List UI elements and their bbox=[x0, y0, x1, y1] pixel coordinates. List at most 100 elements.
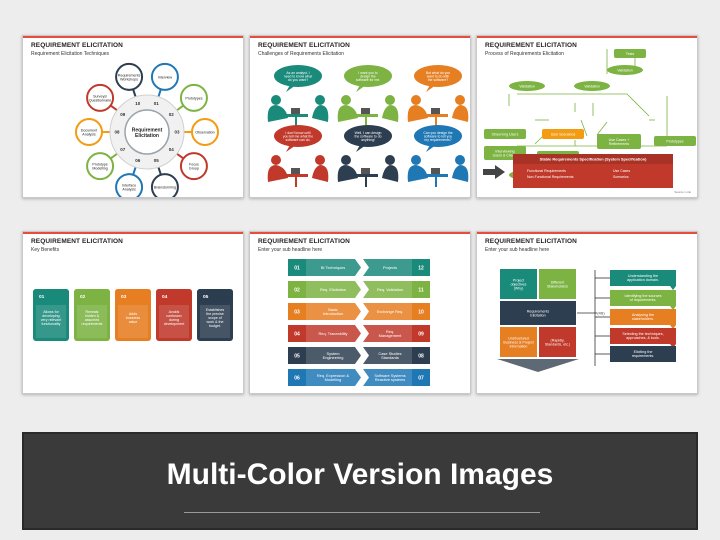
person-head bbox=[411, 155, 421, 165]
wheel-number: 06 bbox=[135, 158, 141, 163]
table-top bbox=[354, 114, 378, 117]
wheel-number: 09 bbox=[120, 112, 126, 117]
person-head bbox=[271, 155, 281, 165]
grid-cell bbox=[539, 269, 576, 299]
spec-title: Stable Requirements Specification (Syste… bbox=[540, 157, 648, 162]
speech-bubble bbox=[344, 65, 392, 87]
slide-subtitle: Requirement Elicitation Techniques bbox=[31, 51, 110, 57]
row-number: 02 bbox=[294, 288, 300, 294]
technique-circle bbox=[150, 173, 179, 197]
table-leg bbox=[295, 177, 297, 187]
row-right-band bbox=[363, 369, 412, 386]
version-banner: Multi-Color Version Images bbox=[22, 432, 698, 530]
row-number-box bbox=[412, 325, 430, 342]
slide-thumbnail-challenges[interactable]: REQUIREMENT ELICITATION Challenges of Re… bbox=[249, 35, 471, 198]
row-left-label: Req. Expression &Modelling bbox=[317, 373, 350, 382]
table-top bbox=[354, 174, 378, 177]
slide-accent-line bbox=[23, 232, 243, 234]
technique-circle bbox=[75, 118, 103, 146]
row-left-band bbox=[306, 259, 361, 276]
benefit-card-tab bbox=[156, 289, 192, 302]
benefit-card-tab bbox=[115, 289, 151, 302]
right-arrow-icon bbox=[483, 165, 505, 179]
row-number: 06 bbox=[294, 376, 300, 382]
slide-title: REQUIREMENT ELICITATION bbox=[31, 42, 123, 49]
slide-subtitle: Process of Requirements Elicitation bbox=[485, 51, 564, 57]
technique-label: Observation bbox=[195, 131, 214, 135]
bubble-tail bbox=[286, 85, 296, 92]
spec-item: Scenarios bbox=[613, 175, 629, 179]
row-number-box bbox=[288, 303, 306, 320]
row-number-box bbox=[412, 369, 430, 386]
benefit-number: 03 bbox=[121, 294, 127, 300]
technique-label: Interview bbox=[158, 75, 173, 79]
user-scenarios-node bbox=[542, 129, 584, 139]
laptop bbox=[361, 168, 370, 174]
row-left-band bbox=[306, 303, 361, 320]
user-scenarios-node-label: User Scenarios bbox=[551, 132, 576, 136]
flow-connector bbox=[580, 119, 588, 137]
down-arrow-icon bbox=[497, 359, 579, 372]
benefit-card-tab bbox=[74, 289, 110, 302]
step-box bbox=[610, 290, 676, 306]
slide-thumbnail-techniques[interactable]: REQUIREMENT ELICITATION Requirement Elic… bbox=[22, 35, 244, 198]
prototypes-node-label: Prototypes bbox=[666, 139, 683, 143]
step-box bbox=[610, 328, 676, 344]
grid-cell bbox=[539, 327, 576, 357]
banner-divider bbox=[184, 512, 540, 513]
row-number: 01 bbox=[294, 266, 300, 272]
laptop bbox=[291, 108, 300, 114]
validation-node-label: Validation bbox=[519, 84, 535, 88]
table-leg bbox=[295, 117, 297, 127]
wheel-hub bbox=[124, 109, 170, 155]
row-right-label: Req. Validation bbox=[377, 287, 403, 292]
table-leg bbox=[365, 177, 367, 187]
validation-node bbox=[574, 81, 610, 91]
technique-circle bbox=[179, 152, 208, 181]
validation-node bbox=[607, 65, 643, 75]
row-number: 12 bbox=[418, 266, 424, 272]
row-left-band bbox=[306, 369, 361, 386]
prototypes-node bbox=[654, 136, 696, 146]
slide-thumbnail-topics[interactable]: REQUIREMENT ELICITATION Enter your sub h… bbox=[249, 231, 471, 394]
row-number-box bbox=[412, 303, 430, 320]
person-head bbox=[385, 95, 395, 105]
speech-bubble bbox=[274, 65, 322, 87]
technique-circle bbox=[115, 173, 144, 197]
wheel-number: 01 bbox=[154, 101, 160, 106]
wheel-number: 04 bbox=[169, 147, 175, 152]
slide-accent-line bbox=[477, 36, 697, 38]
source-note: Source: Link bbox=[674, 190, 691, 194]
wheel-number: 10 bbox=[135, 101, 141, 106]
slide-thumbnail-steps[interactable]: REQUIREMENT ELICITATION Enter your sub h… bbox=[476, 231, 698, 394]
slide-thumbnail-process[interactable]: REQUIREMENT ELICITATION Process of Requi… bbox=[476, 35, 698, 198]
technique-circle bbox=[115, 62, 144, 91]
step-arrow-icon bbox=[670, 325, 676, 329]
wheel-number: 02 bbox=[169, 112, 175, 117]
technique-circle bbox=[191, 118, 219, 146]
row-number-box bbox=[288, 281, 306, 298]
person-body bbox=[267, 105, 288, 122]
table-leg bbox=[435, 177, 437, 187]
grid-cell-label: (Rapidly,Standards, etc.) bbox=[545, 338, 570, 346]
benefit-card-panel bbox=[200, 305, 230, 338]
benefit-card-tab bbox=[197, 289, 233, 302]
person-body bbox=[452, 165, 469, 182]
step-box bbox=[610, 346, 676, 362]
table-top bbox=[424, 174, 448, 177]
slide-title: REQUIREMENT ELICITATION bbox=[258, 238, 350, 245]
speech-bubble bbox=[414, 65, 462, 87]
speech-bubble bbox=[274, 125, 322, 147]
slide-accent-line bbox=[250, 232, 470, 234]
slide-accent-line bbox=[477, 232, 697, 234]
